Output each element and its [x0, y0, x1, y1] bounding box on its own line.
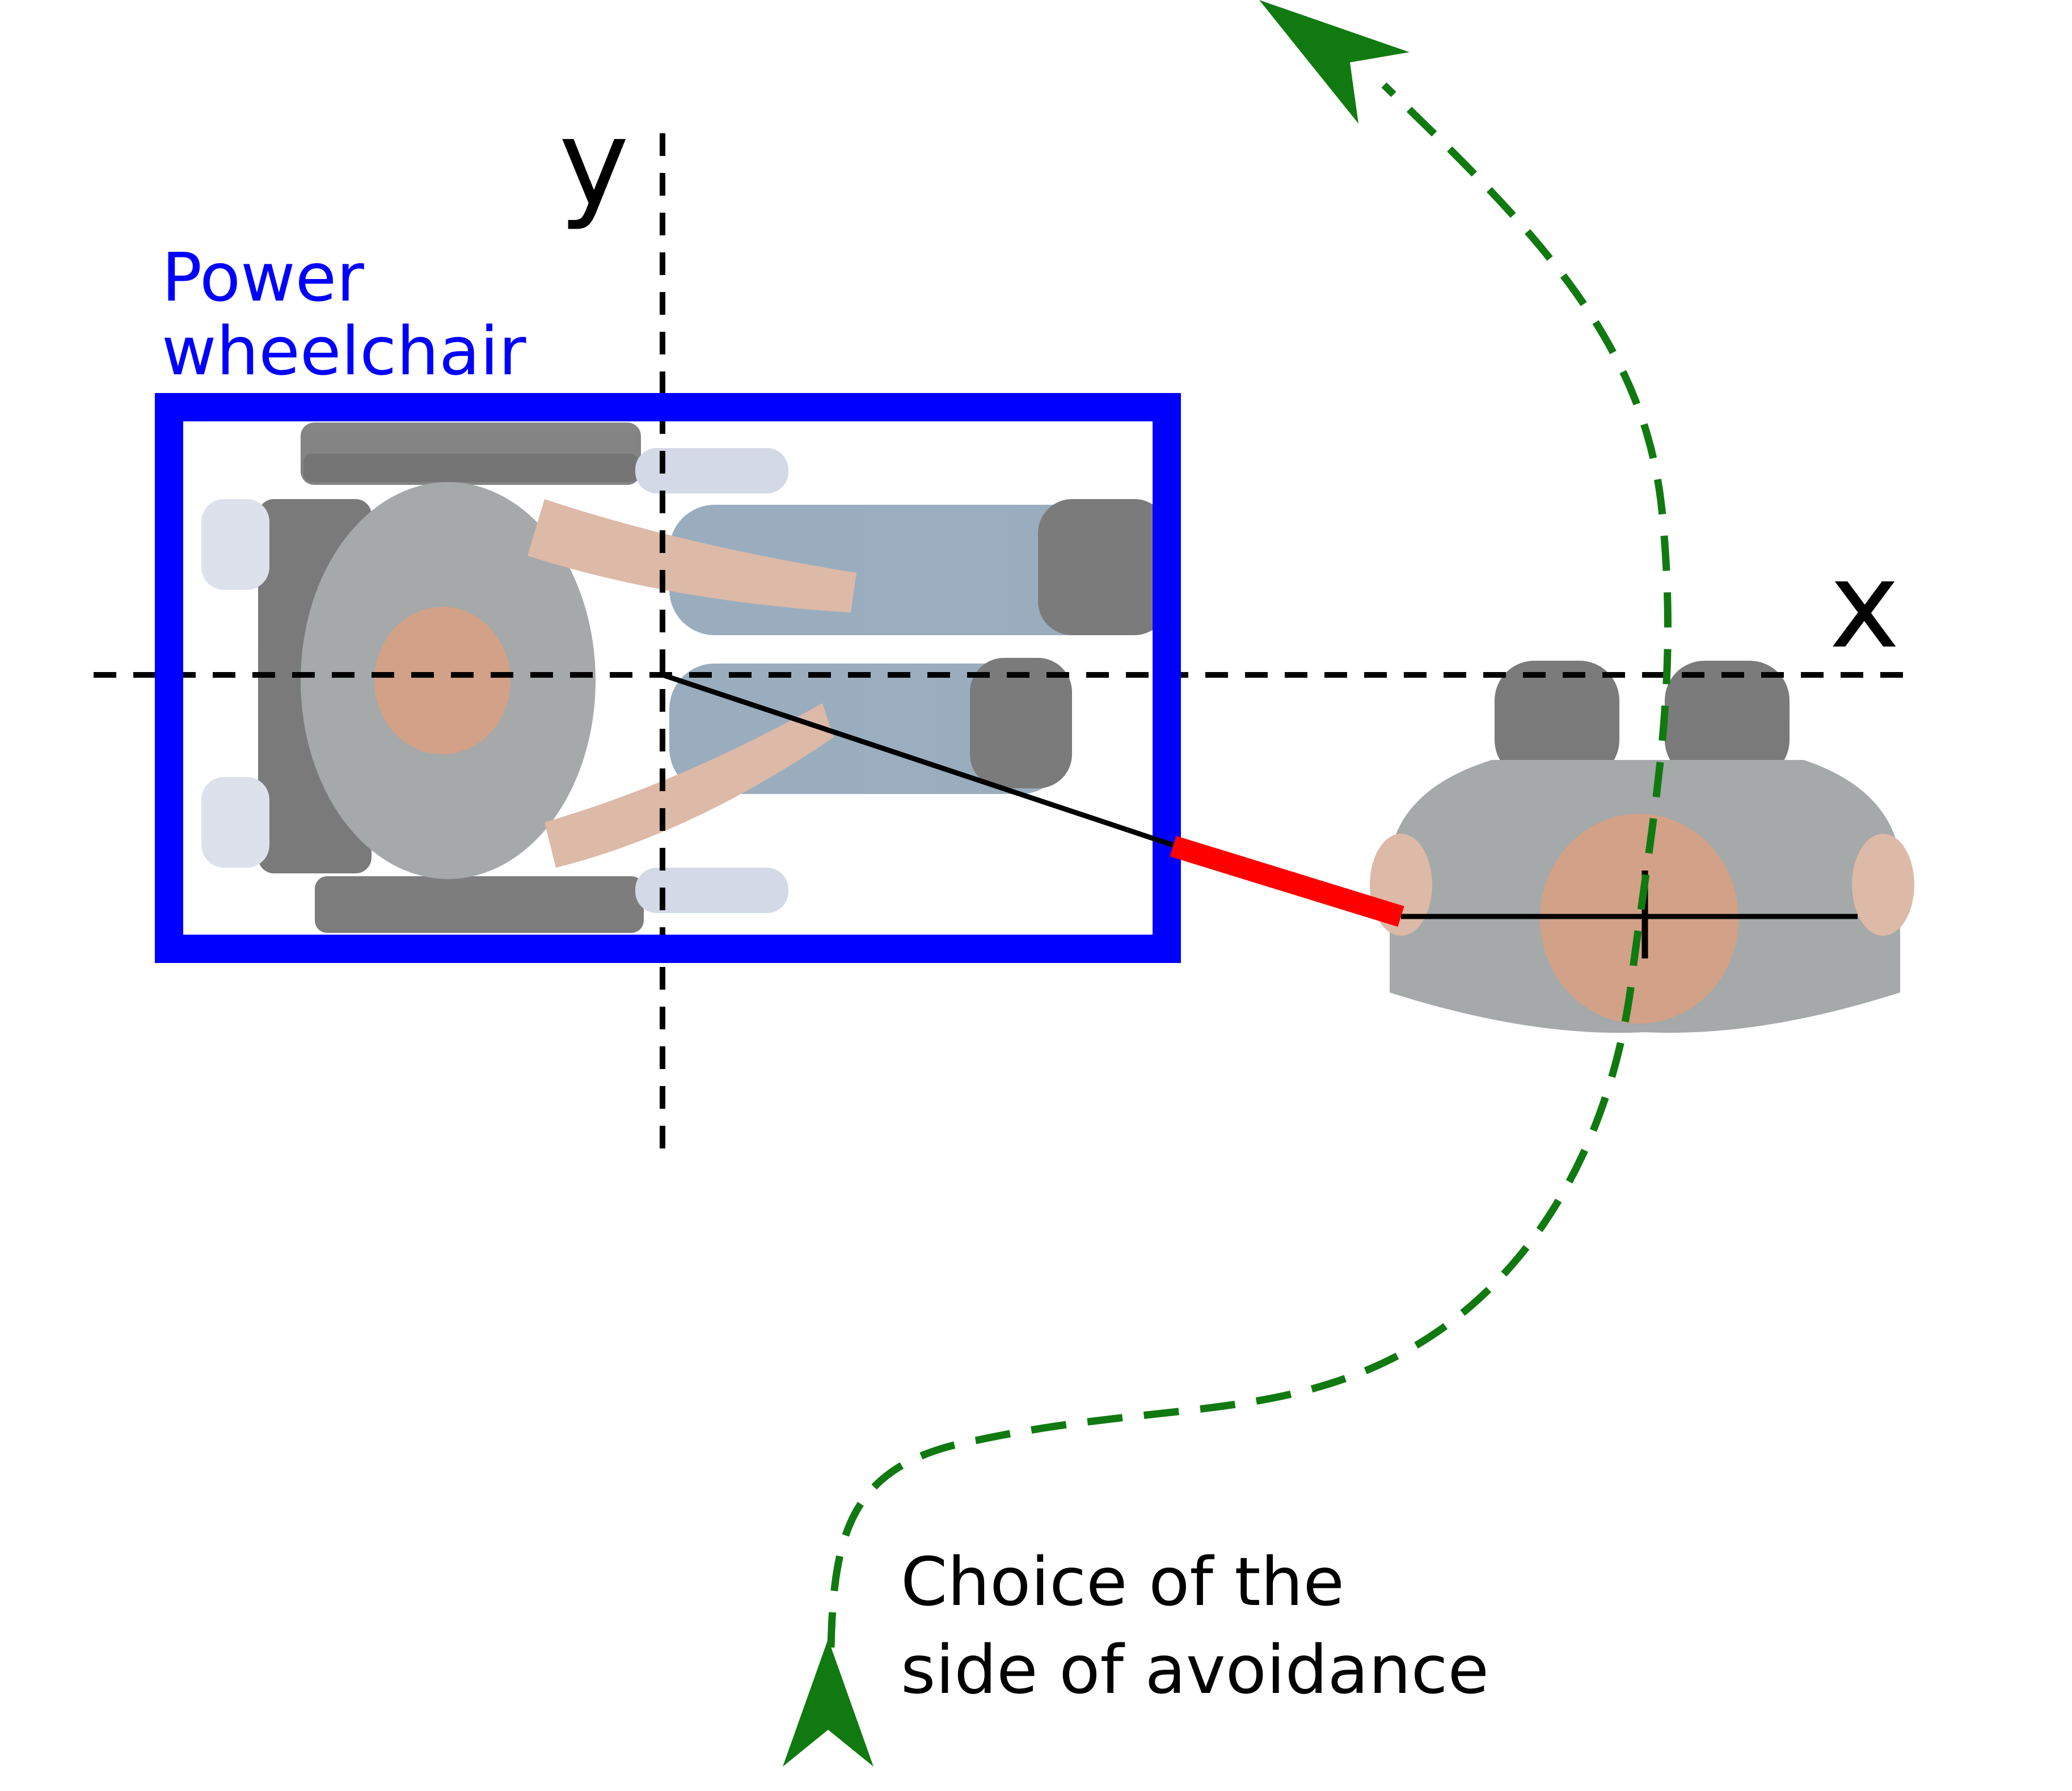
wheelchair-label-line1: Power: [162, 238, 364, 316]
distance-segment: [1170, 835, 1404, 927]
pedestrian-topview: [1370, 661, 1914, 1033]
path-end-arrowhead-icon: [1259, 0, 1410, 124]
y-axis-label: y: [559, 94, 629, 233]
center-to-box-line: [661, 672, 1174, 848]
avoidance-label-line1: Choice of the: [901, 1543, 1344, 1621]
wheelchair-label-line2: wheelchair: [162, 312, 526, 390]
path-start-arrowhead-icon: [783, 1639, 873, 1767]
avoidance-label-line2: side of avoidance: [901, 1631, 1489, 1709]
wheelchair-user-topview: [201, 423, 1168, 933]
x-axis-label: x: [1829, 536, 1900, 675]
wheelchair-bounding-box: [155, 393, 1181, 963]
